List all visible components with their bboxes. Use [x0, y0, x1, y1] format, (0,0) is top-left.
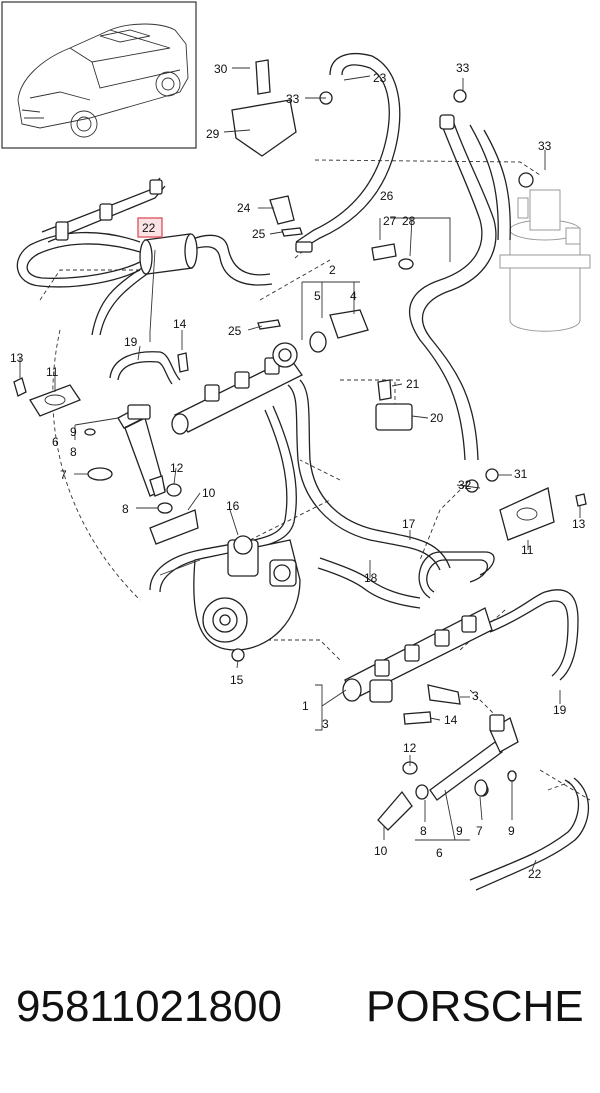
small-parts: [13, 59, 587, 831]
label-5: 5: [314, 289, 321, 303]
label-21: 21: [406, 377, 420, 391]
label-32: 32: [458, 478, 472, 492]
label-27: 27: [383, 214, 397, 228]
label-14: 14: [444, 713, 458, 727]
fuel-hoses: [16, 52, 590, 891]
label-20: 20: [430, 411, 444, 425]
label-6: 6: [52, 435, 59, 449]
label-12: 12: [403, 741, 417, 755]
label-13: 13: [572, 517, 586, 531]
highlight-box: [137, 217, 163, 238]
fuel-rail-lower: [342, 607, 493, 703]
label-31: 31: [514, 467, 528, 481]
label-26: 26: [380, 189, 394, 203]
label-16: 16: [226, 499, 240, 513]
label-11: 11: [46, 365, 59, 379]
fuel-filter-housing: [499, 189, 591, 332]
label-19: 19: [124, 335, 138, 349]
label-9: 9: [456, 824, 463, 838]
label-11: 11: [521, 543, 534, 557]
label-12: 12: [170, 461, 184, 475]
parts-diagram: 30 29 23 33 33 33 24 25 22 26 27 28 2 5 …: [1, 1, 591, 891]
label-3: 3: [472, 689, 479, 703]
label-2: 2: [329, 263, 336, 277]
label-7: 7: [476, 824, 483, 838]
brand-name: PORSCHE: [366, 982, 584, 1031]
label-9: 9: [70, 425, 77, 439]
injector-upper: [117, 404, 166, 497]
label-19: 19: [553, 703, 567, 717]
label-8: 8: [122, 502, 129, 516]
fuel-rail-top: [41, 177, 166, 243]
footer: 95811021800 PORSCHE: [0, 982, 600, 1052]
label-25: 25: [252, 227, 266, 241]
label-22: 22: [528, 867, 542, 881]
label-3: 3: [322, 717, 329, 731]
high-pressure-lines: [109, 351, 579, 681]
label-14: 14: [173, 317, 187, 331]
label-8: 8: [70, 445, 77, 459]
callout-labels: 30 29 23 33 33 33 24 25 22 26 27 28 2 5 …: [10, 61, 586, 881]
label-23: 23: [373, 71, 387, 85]
label-29: 29: [206, 127, 220, 141]
label-28: 28: [402, 214, 416, 228]
label-18: 18: [364, 571, 378, 585]
high-pressure-pump: [159, 535, 301, 662]
label-13: 13: [10, 351, 24, 365]
label-33: 33: [538, 139, 552, 153]
label-1: 1: [302, 699, 309, 713]
injector-lower: [429, 714, 519, 801]
label-10: 10: [374, 844, 388, 858]
label-9: 9: [508, 824, 515, 838]
fuel-filter: [139, 233, 198, 275]
label-7: 7: [60, 468, 67, 482]
label-10: 10: [202, 486, 216, 500]
label-8: 8: [420, 824, 427, 838]
callout-lines: [19, 67, 581, 871]
fuel-rail-upper: [171, 342, 303, 435]
label-15: 15: [230, 673, 244, 687]
label-4: 4: [350, 289, 357, 303]
label-33: 33: [286, 92, 300, 106]
label-6: 6: [436, 846, 443, 860]
label-22-highlighted: 22: [142, 221, 156, 235]
label-30: 30: [214, 62, 228, 76]
part-number: 95811021800: [16, 982, 282, 1031]
label-33: 33: [456, 61, 470, 75]
vehicle-thumbnail: [1, 1, 197, 149]
label-17: 17: [402, 517, 416, 531]
label-25: 25: [228, 324, 242, 338]
label-24: 24: [237, 201, 251, 215]
